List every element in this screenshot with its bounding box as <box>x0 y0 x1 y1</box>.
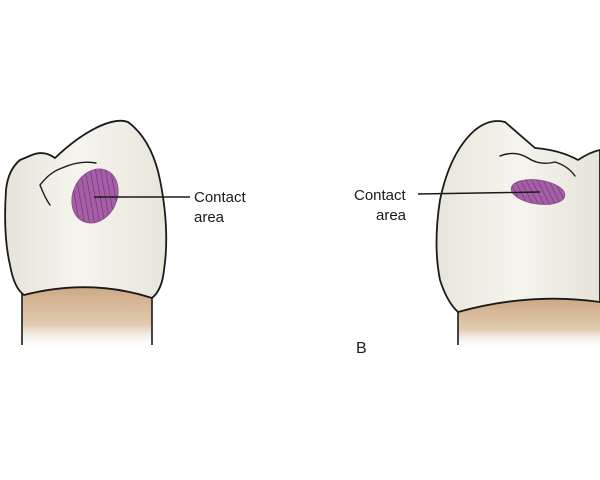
right-contact-label-line1: Contact <box>354 187 407 204</box>
right-tooth-crown <box>435 120 600 313</box>
right-crown-cusp-line <box>499 152 576 177</box>
left-tooth <box>4 119 168 350</box>
left-root-outline <box>21 292 153 345</box>
panel-letter: B <box>356 340 367 357</box>
right-tooth-root <box>458 298 600 350</box>
left-tooth-root <box>22 286 152 350</box>
right-tooth <box>435 120 600 350</box>
right-leader-line <box>417 191 541 195</box>
left-contact-label-line1: Contact <box>194 189 247 206</box>
left-crown-cusp-line <box>39 161 97 206</box>
right-contact-label-line2: area <box>376 207 407 224</box>
left-contact-label-line2: area <box>194 209 225 226</box>
left-contact-area <box>71 168 119 224</box>
